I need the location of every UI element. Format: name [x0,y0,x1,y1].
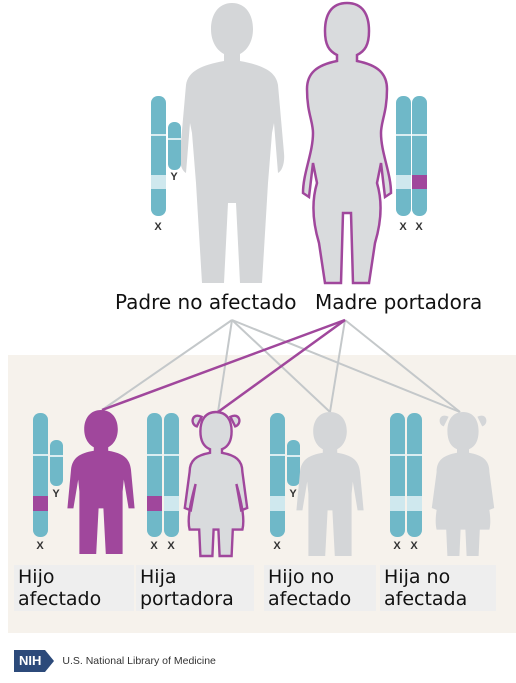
mother-label: Madre portadora [315,290,483,314]
mother-x-label-2: X [415,221,423,233]
footer: NIH U.S. National Library of Medicine [14,648,216,674]
child1-label: Hijo afectado [14,565,134,611]
institution-name[interactable]: U.S. National Library of Medicine [62,655,216,667]
mother-line-2 [217,318,346,414]
father-line-4 [231,319,461,413]
father-chromosomes: X Y [151,96,181,233]
mother-x-label-1: X [399,221,407,233]
inheritance-lines [101,318,461,414]
child2-label-line1: Hija [140,566,177,588]
child3-label-line2: afectado [268,588,352,610]
child3-label: Hijo no afectado [264,565,376,611]
father-y-label: Y [170,171,178,183]
child3-chromosomes: X Y [270,413,300,552]
child4-label-line2: afectada [384,588,468,610]
child2-label-line2: portadora [140,588,234,610]
mother-line-1 [101,318,346,412]
mother-x-chromosome-2 [412,96,427,216]
svg-text:X: X [150,540,158,552]
child4-chromosomes: X X [390,413,422,552]
child1-label-line2: afectado [18,588,102,610]
father-label: Padre no afectado [115,290,297,314]
child4-figure [431,412,495,556]
svg-text:X: X [410,540,418,552]
child1-figure [67,410,135,554]
mother-line-3 [329,319,346,413]
father-x-band [151,175,166,189]
child1-label-line1: Hijo [18,566,55,588]
svg-text:Y: Y [289,488,297,500]
father-x-label: X [154,221,162,233]
svg-text:X: X [393,540,401,552]
mother-figure [301,1,393,285]
child4-label: Hija no afectada [380,565,496,611]
nih-logo-text: NIH [14,650,46,672]
svg-text:X: X [36,540,44,552]
father-x-chromosome [151,96,166,216]
mother-mutation-band [412,175,427,189]
mother-x-chromosome-1 [396,96,411,216]
child3-label-line1: Hijo no [268,566,335,588]
father-line-2 [217,319,233,413]
child3-figure [296,412,364,556]
child2-figure [183,410,249,558]
child2-label: Hija portadora [136,565,254,611]
nih-logo[interactable]: NIH [14,650,55,672]
child2-chromosomes: X X [147,413,179,552]
child4-label-line1: Hija no [384,566,451,588]
svg-text:Y: Y [52,488,60,500]
mother-chromosomes: X X [396,96,427,233]
mother-line-4 [344,319,461,413]
father-line-1 [101,319,233,411]
child1-chromosomes: X Y [33,413,63,552]
father-y-chromosome [168,122,181,170]
nih-arrow-icon [45,650,55,672]
father-figure [179,3,285,283]
svg-text:X: X [273,540,281,552]
svg-text:X: X [167,540,175,552]
